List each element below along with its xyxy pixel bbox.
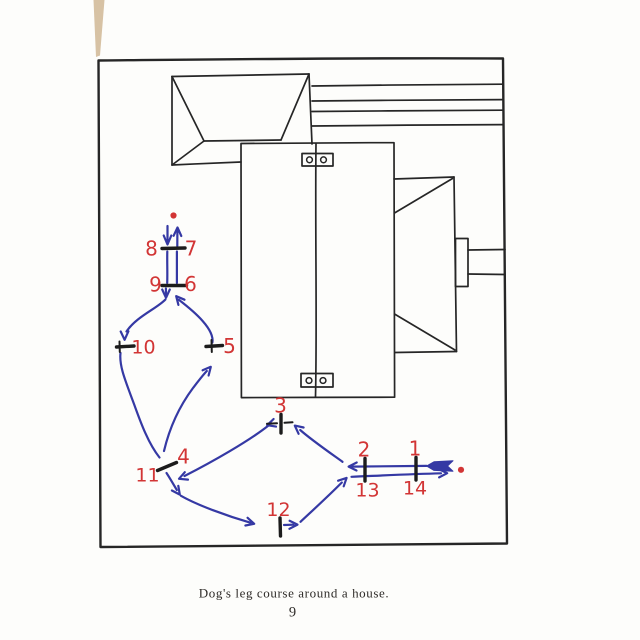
path-3-to-4 [183, 424, 270, 478]
jump-label-2: 2 [358, 438, 371, 462]
arrow-up-icon [201, 365, 212, 377]
jump-label-13: 13 [355, 480, 379, 502]
walkway-lines [467, 248, 506, 276]
fence-line [311, 123, 504, 127]
jump-label-10: 10 [131, 337, 155, 359]
jump-label-11: 11 [135, 465, 159, 487]
jump-label-9: 9 [149, 273, 162, 297]
arrow-down-icon [119, 330, 130, 341]
arrow-up-left-icon [293, 424, 305, 435]
left-roof-ridge [203, 139, 282, 142]
arrow-down-icon [162, 234, 173, 246]
left-roof-hip-top-left [171, 75, 205, 142]
walkway-line [467, 273, 506, 276]
wing-hip-top [393, 177, 454, 214]
hurdle-bar-4-11 [155, 460, 179, 473]
path-finish [350, 472, 443, 478]
fence-line [311, 109, 503, 113]
hurdle-wing-3-left [266, 422, 278, 425]
path-5-to-6 [177, 298, 214, 344]
jump-label-8: 8 [145, 237, 158, 261]
path-11-exit [165, 471, 178, 492]
left-roof-hip-right [280, 73, 310, 141]
main-building [240, 141, 396, 399]
hurdle-wing-3-right [283, 421, 294, 424]
arrow-up-icon [172, 226, 183, 238]
jump-label-7: 7 [185, 237, 198, 261]
arrow-right-icon [288, 519, 299, 530]
left-roof-top-edge [171, 73, 310, 78]
wing-hip-bottom [393, 313, 456, 351]
arrow-down-right-icon [170, 484, 181, 496]
door-post [319, 376, 327, 385]
door-post [305, 376, 313, 385]
path-11-to-12 [179, 494, 252, 524]
door-step-outline [301, 152, 334, 167]
hurdle-bar-5 [204, 343, 225, 349]
house-plan [171, 73, 506, 399]
jump-labels: 1 2 3 4 5 6 7 8 9 10 11 12 13 14 [131, 237, 427, 522]
path-9-to-10 [125, 298, 167, 333]
door-step-bottom [300, 372, 334, 388]
left-roof-bottom-edge [171, 161, 242, 166]
drawing-border [97, 57, 509, 549]
wing-bottom-edge [394, 350, 458, 354]
start-finish-dot [457, 466, 465, 473]
right-roof-wing [393, 176, 458, 354]
jump-label-14: 14 [403, 478, 427, 500]
jump-label-12: 12 [266, 499, 290, 521]
chimney [454, 237, 469, 288]
jump-label-5: 5 [223, 334, 236, 358]
hurdle-bar-7-8 [160, 246, 187, 251]
path-12-to-13 [299, 481, 343, 523]
walkway-line [467, 248, 506, 251]
figure-caption: Dog's leg course around a house. [199, 586, 390, 601]
hurdle-bar-12 [278, 516, 283, 538]
arrow-left-icon [347, 461, 358, 472]
jump-label-1: 1 [409, 437, 422, 461]
arrow-up-left-icon [175, 295, 186, 306]
book-page-edge [93, 0, 105, 57]
arrow-right-icon [244, 516, 256, 527]
door-post [319, 156, 328, 164]
door-post [305, 156, 314, 164]
turning-point-dot [170, 212, 177, 219]
jump-label-6: 6 [184, 272, 197, 296]
course-path [119, 224, 454, 530]
jump-label-3: 3 [274, 394, 287, 418]
hurdle-bars [114, 246, 418, 538]
arrow-up-right-icon [337, 476, 348, 488]
main-building-divider [314, 142, 318, 398]
page-number: 9 [289, 605, 296, 621]
fence-line [311, 98, 503, 102]
path-10-to-11 [119, 351, 161, 459]
fence-line [311, 83, 503, 87]
left-roof-right-edge [308, 73, 313, 145]
path-2-to-3 [299, 428, 344, 463]
path-4-to-5 [162, 369, 208, 453]
jump-label-4: 4 [177, 445, 190, 469]
door-step-outline [300, 372, 334, 388]
wing-top-edge [393, 176, 455, 180]
door-step-top [301, 152, 334, 167]
left-roof-hip-bottom-left [171, 140, 205, 166]
fence-lines [311, 83, 504, 127]
left-roof [171, 73, 313, 166]
arrow-down-icon [161, 288, 171, 299]
arrow-down-left-icon [177, 471, 190, 481]
start-thick-arrow-icon [426, 460, 454, 472]
